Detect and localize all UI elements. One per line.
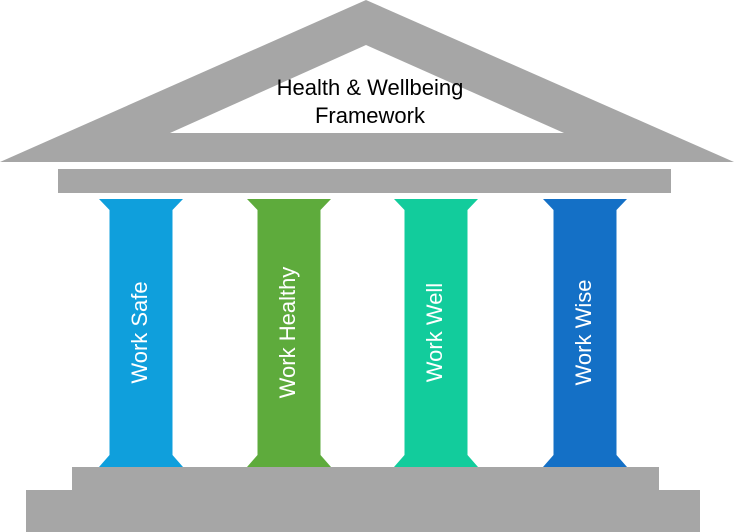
pillar-work-safe: Work Safe bbox=[99, 199, 183, 467]
roof: Health & Wellbeing Framework bbox=[0, 0, 734, 162]
pillar-label: Work Well bbox=[422, 283, 447, 382]
pillar-base bbox=[247, 455, 331, 467]
base bbox=[26, 467, 700, 532]
pillar-label: Work Healthy bbox=[275, 267, 300, 399]
pillar-capital bbox=[247, 199, 331, 210]
roof-title-line2: Framework bbox=[315, 103, 426, 128]
pillar-shaft bbox=[257, 210, 321, 455]
pillar-work-well: Work Well bbox=[394, 199, 478, 467]
pillar-shaft bbox=[404, 210, 468, 455]
pillar-base bbox=[543, 455, 627, 467]
pillar-shaft bbox=[109, 210, 173, 455]
pillar-label: Work Wise bbox=[571, 280, 596, 386]
pillar-work-wise: Work Wise bbox=[543, 199, 627, 467]
pillars: Work Safe Work Healthy Work Well Work Wise bbox=[99, 199, 627, 467]
pillar-capital bbox=[394, 199, 478, 210]
base-step-upper bbox=[72, 467, 659, 491]
base-step-lower bbox=[26, 490, 700, 532]
pillar-capital bbox=[99, 199, 183, 210]
roof-inner-triangle bbox=[170, 45, 564, 133]
roof-title-line1: Health & Wellbeing bbox=[277, 75, 464, 100]
entablature-beam bbox=[58, 169, 671, 193]
pillar-work-healthy: Work Healthy bbox=[247, 199, 331, 467]
pillar-capital bbox=[543, 199, 627, 210]
pillar-base bbox=[99, 455, 183, 467]
pillar-shaft bbox=[553, 210, 617, 455]
pillar-base bbox=[394, 455, 478, 467]
pillar-label: Work Safe bbox=[127, 281, 152, 383]
